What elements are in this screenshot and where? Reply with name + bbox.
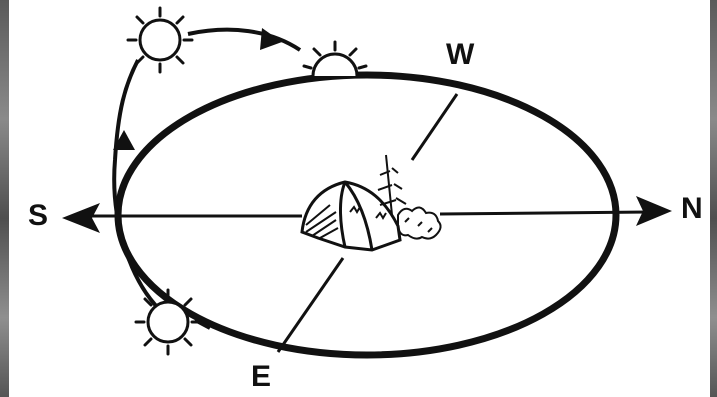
- arrow-head-icon: [62, 203, 100, 233]
- south-north-axis-right: [440, 212, 655, 214]
- sun-icon: [128, 8, 192, 72]
- label-east: E: [251, 362, 271, 392]
- label-south: S: [28, 201, 48, 231]
- label-north: N: [681, 194, 703, 224]
- east-axis-line: [278, 258, 343, 352]
- tent-icon: [302, 182, 400, 250]
- sun-path-curve-top: [188, 30, 300, 50]
- west-axis-line: [412, 94, 457, 160]
- label-west: W: [446, 40, 474, 70]
- sun-icon: [304, 42, 366, 76]
